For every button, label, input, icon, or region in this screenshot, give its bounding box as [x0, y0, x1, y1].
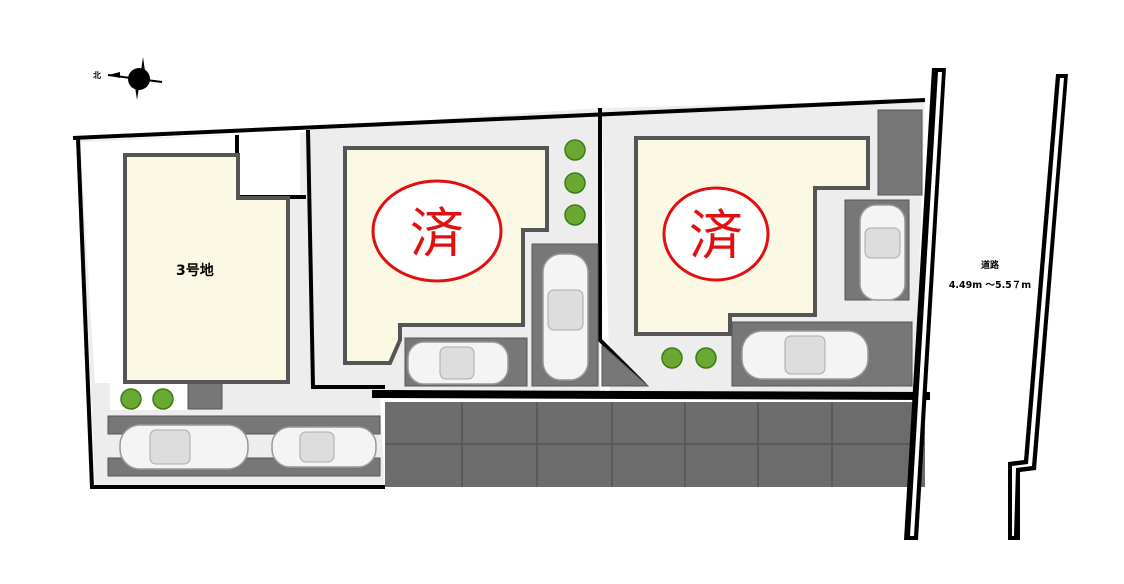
compass-icon: [107, 57, 163, 100]
shared-parking-area: [385, 402, 925, 487]
car-icon: [407, 341, 509, 385]
sold-badge-lot-2: [662, 186, 770, 282]
road-label: 道路: [981, 259, 1000, 271]
car-icon: [119, 424, 249, 470]
car-icon: [859, 204, 906, 301]
north-label: 北: [93, 70, 101, 80]
sold-badge-lot-1: [371, 179, 503, 283]
car-icon: [271, 426, 377, 468]
tree-icon: [120, 139, 717, 410]
lot-3-label: 3号地: [176, 262, 214, 279]
road-width: 4.49m ～5.5７m: [949, 280, 1031, 291]
lot-2-parking-strip: [877, 109, 923, 196]
car-icon: [542, 253, 589, 381]
sold-mark-lot-2: 済: [689, 204, 743, 267]
lot-3-building: [123, 153, 290, 384]
road-edges: [904, 68, 1068, 540]
car-icon: [741, 330, 869, 380]
sold-mark-lot-1: 済: [410, 202, 464, 265]
